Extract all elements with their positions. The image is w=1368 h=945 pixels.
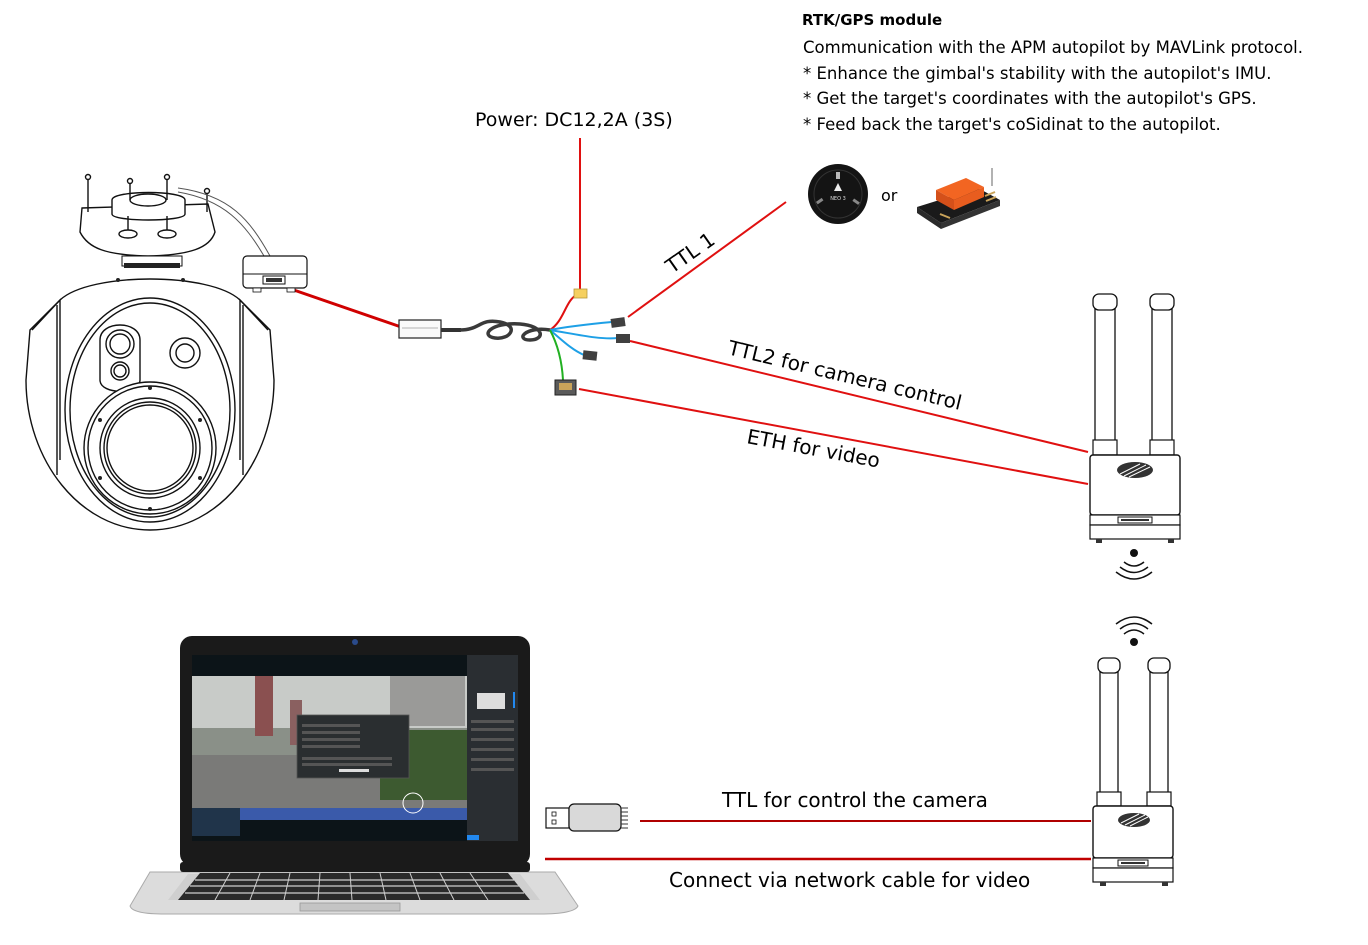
power-label: Power: DC12,2A (3S): [475, 109, 673, 131]
rtk-line-2: * Enhance the gimbal's stability with th…: [803, 64, 1271, 83]
cable-harness: [398, 288, 630, 396]
spare-connector-icon: [582, 350, 598, 361]
ttl2-wire: [629, 340, 1089, 453]
network-cable-label: Connect via network cable for video: [669, 868, 1030, 892]
ttl1-wire: [627, 201, 787, 318]
ground-wireless-icon: [1115, 616, 1153, 646]
laptop-icon: [129, 636, 579, 915]
gimbal-interface-box-icon: [242, 255, 308, 293]
xt60-connector-icon: [573, 288, 588, 299]
eth-wire: [578, 388, 1089, 485]
gimbal-camera-icon: [25, 173, 275, 531]
or-label: or: [881, 186, 898, 205]
eth-label: ETH for video: [745, 424, 882, 472]
ttl2-connector-icon: [616, 334, 630, 343]
rtk-info-block: RTK/GPS module Communication with the AP…: [802, 11, 1303, 134]
rtk-line-4: * Feed back the target's coSidinat to th…: [803, 115, 1221, 134]
usb-ttl-adapter-icon: [545, 803, 628, 832]
rtk-line-3: * Get the target's coordinates with the …: [803, 89, 1257, 108]
rtk-title: RTK/GPS module: [802, 11, 942, 29]
gimbal-cable: [287, 286, 405, 330]
ttl-control-label: TTL for control the camera: [721, 788, 988, 812]
ground-datalink-icon: [1092, 657, 1174, 886]
air-datalink-icon: [1089, 293, 1181, 543]
ttl2-label: TTL2 for camera control: [725, 335, 964, 414]
gps-puck-icon: NEO 3: [808, 164, 868, 224]
flight-controller-icon: [917, 168, 1000, 229]
ttl1-connector-icon: [610, 317, 626, 328]
gps-puck-text: NEO 3: [830, 196, 846, 202]
rtk-line-1: Communication with the APM autopilot by …: [803, 38, 1303, 57]
air-wireless-icon: [1115, 549, 1153, 580]
